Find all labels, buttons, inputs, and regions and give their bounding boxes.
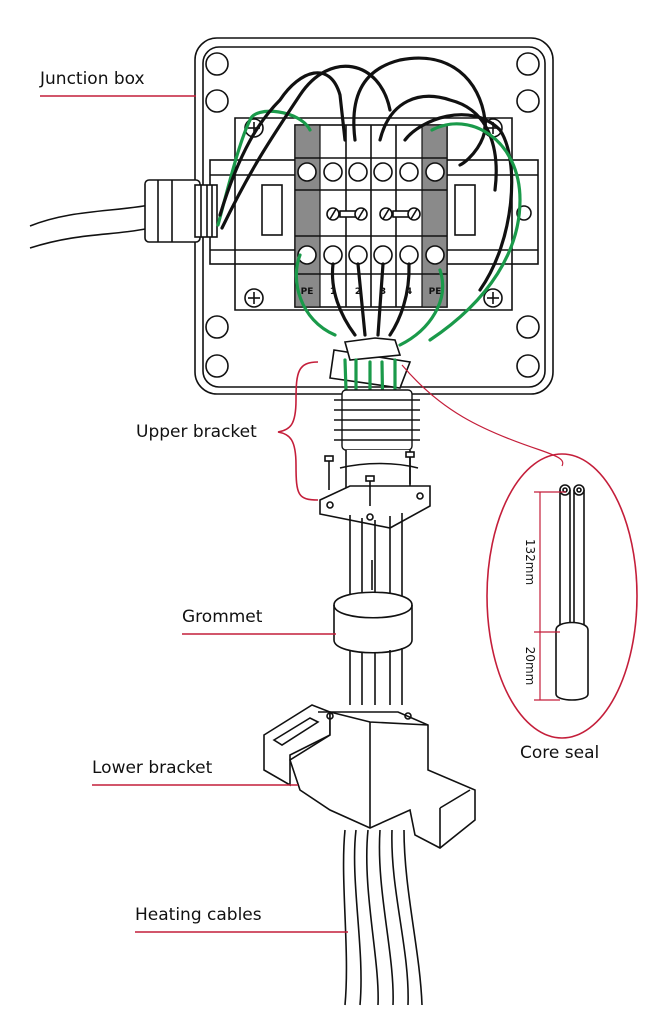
- callouts: Junction box Upper bracket Grommet Lower…: [39, 69, 599, 933]
- cable-bundle: [349, 513, 403, 600]
- mount-hole: [205, 52, 229, 76]
- mount-hole: [205, 315, 229, 339]
- jumper-link: [379, 207, 421, 221]
- label-heating-cables: Heating cables: [135, 905, 262, 925]
- heating-cables: [342, 829, 423, 1006]
- supply-cable: [29, 179, 218, 249]
- end-stop: [454, 184, 476, 236]
- label-grommet: Grommet: [182, 607, 263, 627]
- internal-wire: [352, 56, 487, 167]
- supply-wire: [218, 71, 347, 217]
- box-cavity: [234, 117, 513, 311]
- bolt-icon: [405, 451, 415, 484]
- heating-earth-wire: [398, 268, 445, 347]
- label-junction-box: Junction box: [39, 69, 145, 89]
- detail-oval: [486, 453, 638, 739]
- mount-hole: [516, 89, 540, 113]
- bolt-icon: [324, 455, 334, 490]
- core-seal-assembly: [329, 337, 412, 427]
- terminal-label-2: 2: [355, 287, 361, 297]
- terminal-label-4: 4: [406, 287, 412, 297]
- lower-bracket: [263, 704, 476, 849]
- heating-wire: [356, 262, 367, 337]
- core-seal-detail: 132mm 20mm: [401, 364, 638, 739]
- internal-earth-wire: [428, 122, 522, 342]
- detail-leader: [401, 364, 564, 467]
- pe-terminal: [294, 124, 321, 308]
- dimension-132: 132mm: [523, 539, 537, 585]
- label-core-seal: Core seal: [520, 743, 599, 763]
- heating-wire: [376, 262, 385, 337]
- terminal-label-pe-right: PE: [429, 287, 442, 297]
- label-lower-bracket: Lower bracket: [92, 758, 213, 778]
- terminal-label-3: 3: [380, 287, 386, 297]
- grommet: [333, 591, 413, 705]
- mount-hole: [205, 89, 229, 113]
- internal-wire: [378, 94, 498, 192]
- terminal-label-pe: PE: [301, 287, 314, 297]
- label-upper-bracket: Upper bracket: [136, 422, 257, 442]
- earth-screw-icon: [483, 288, 503, 308]
- mount-hole: [516, 52, 540, 76]
- jumper-link: [326, 207, 368, 221]
- bolt-icon: [365, 475, 375, 506]
- heating-earth-wire: [294, 253, 337, 337]
- heating-wire: [388, 262, 411, 337]
- upper-bracket: [319, 389, 431, 529]
- heating-wire: [330, 262, 357, 337]
- internal-wire: [403, 113, 514, 292]
- mount-hole: [516, 354, 540, 378]
- mount-hole: [516, 315, 540, 339]
- bracket-brace: [277, 361, 319, 501]
- earth-screw-icon: [244, 288, 264, 308]
- terminal-block: PE 1 2 3 4 PE: [294, 124, 448, 308]
- end-stop: [261, 184, 283, 236]
- mount-hole: [205, 354, 229, 378]
- dimension-20: 20mm: [523, 647, 537, 686]
